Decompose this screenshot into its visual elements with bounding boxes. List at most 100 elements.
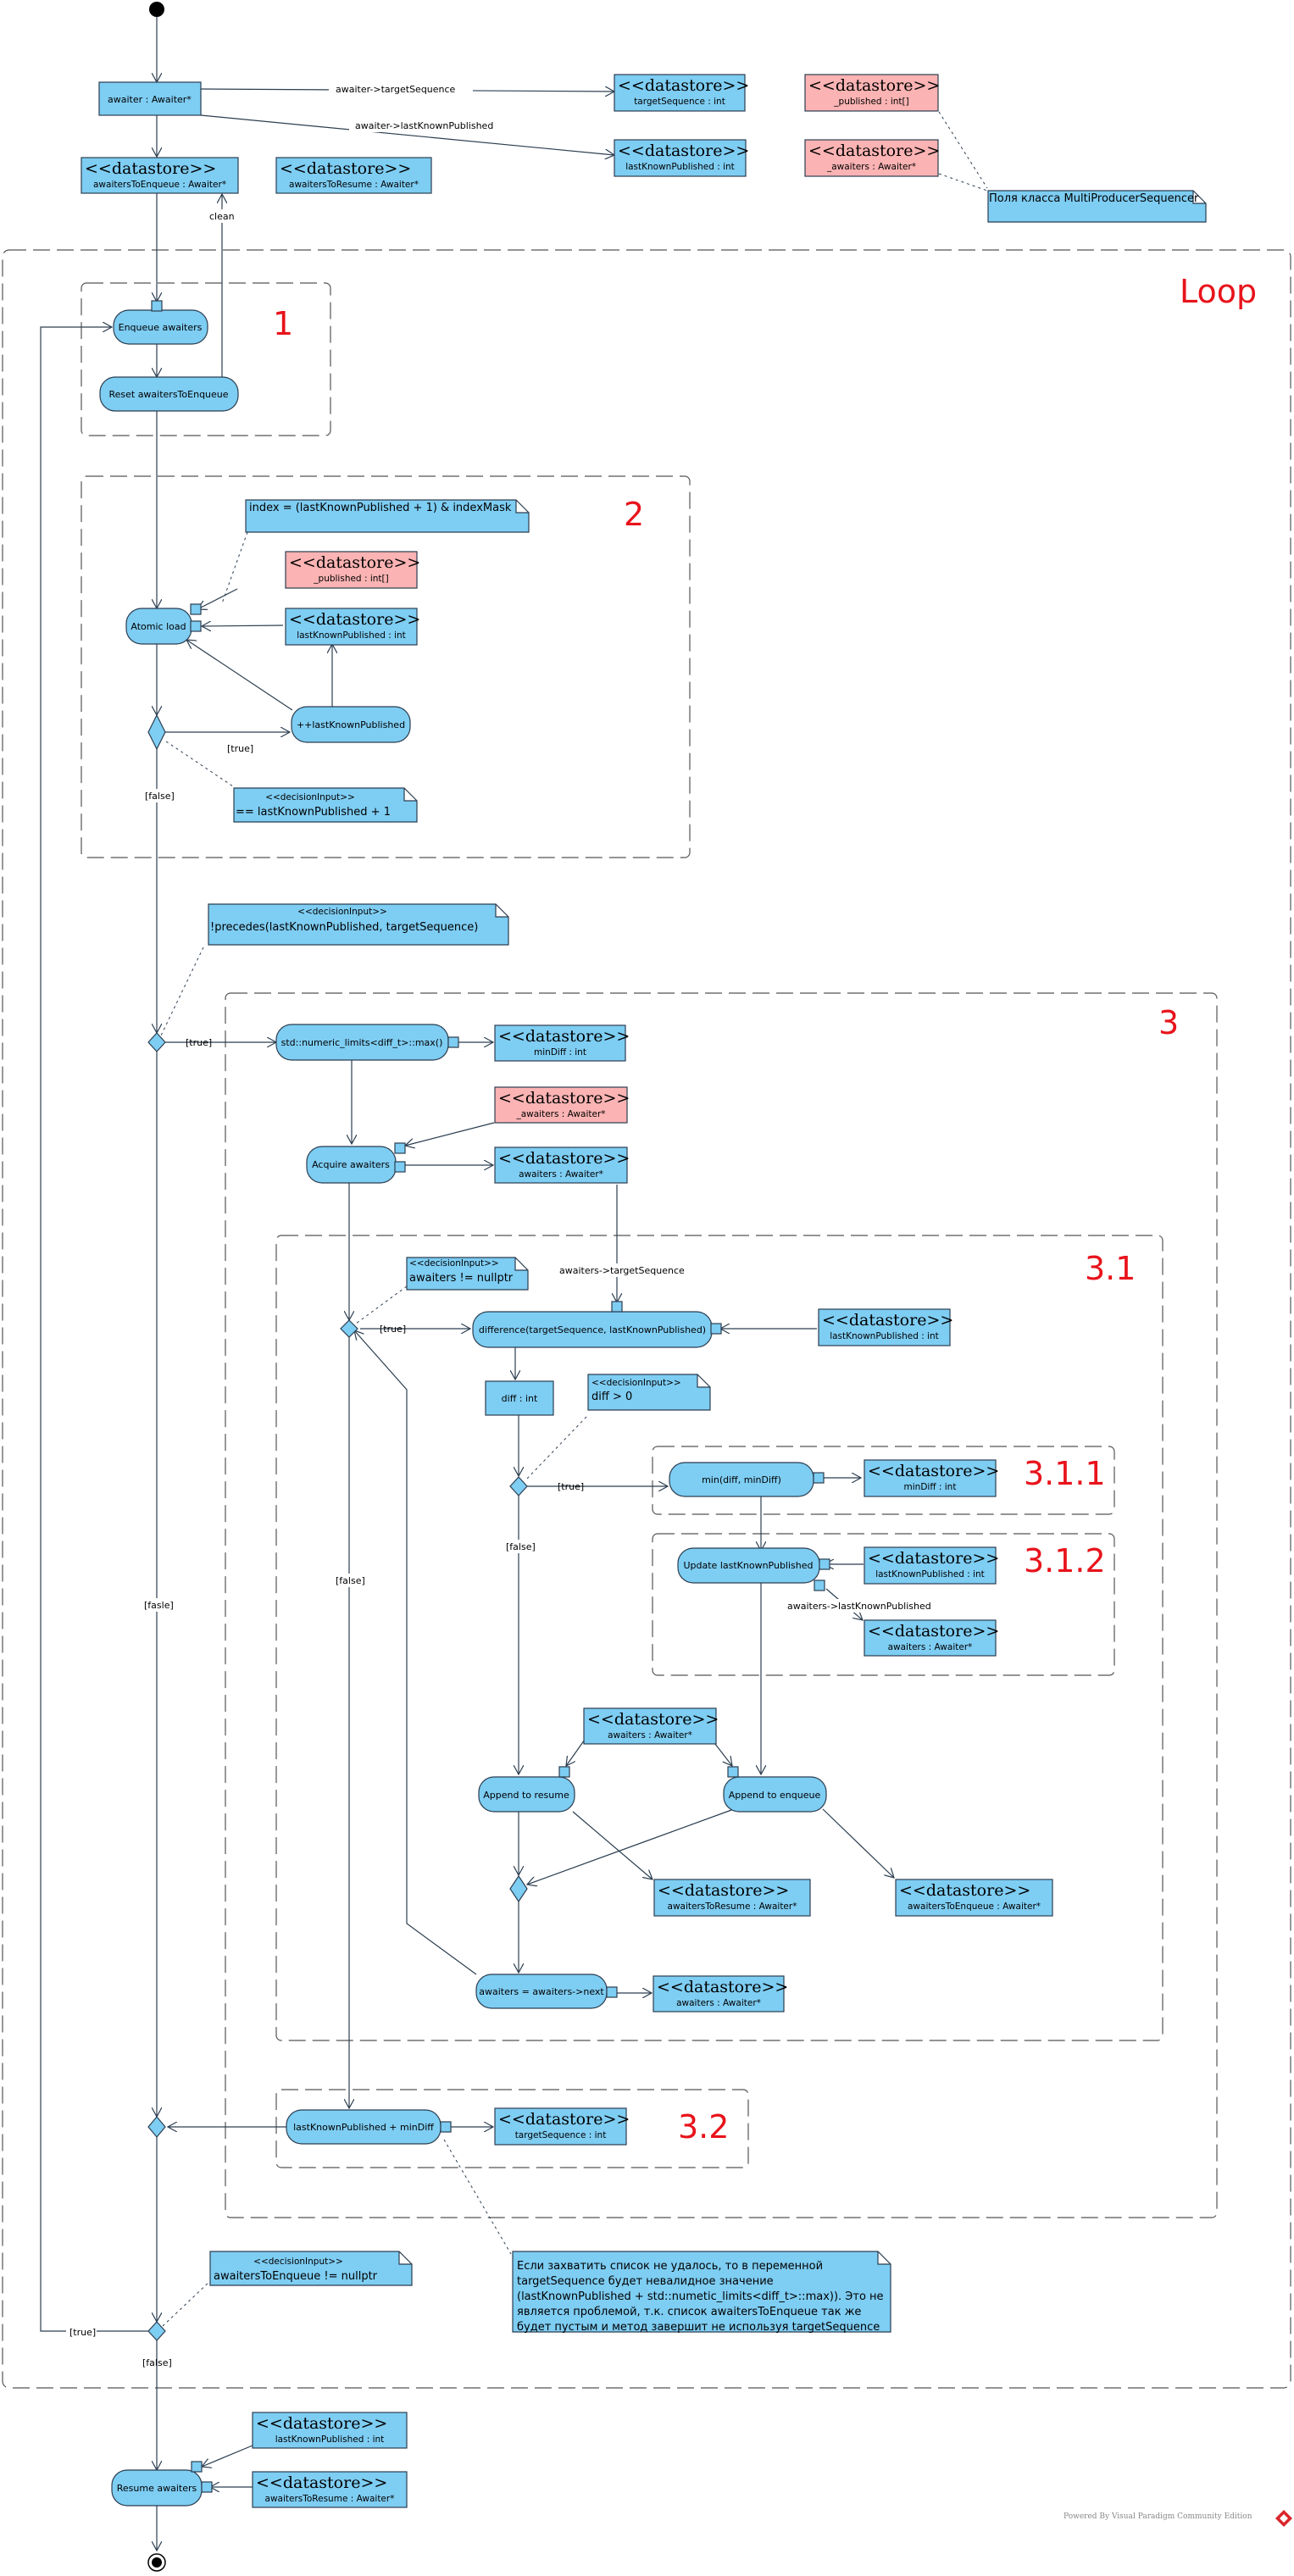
svg-text:awaiter : Awaiter*: awaiter : Awaiter*	[108, 94, 192, 105]
edge-next-decision	[354, 1330, 477, 1975]
final-node	[147, 2553, 166, 2572]
datastore-stereotype: <<datastore>>	[868, 1549, 999, 1568]
merge-append	[509, 1874, 528, 1903]
note-long: Если захватить список не удалось, то в п…	[517, 2260, 884, 2334]
note-di-stereo-1: <<decisionInput>>	[265, 792, 355, 802]
decision-awaiters	[340, 1319, 358, 1338]
note-class-fields: Поля класса MultiProducerSequencer	[989, 192, 1199, 205]
label-true-31: [true]	[380, 1324, 406, 1335]
datastore-name: lastKnownPublished : int	[625, 162, 735, 172]
datastore-name: minDiff : int	[904, 1482, 957, 1492]
decision-atomic	[147, 713, 166, 751]
label-enqueue: Enqueue awaiters	[119, 322, 203, 333]
datastore-lkp-bottom: <<datastore>>lastKnownPublished : int	[252, 2412, 408, 2449]
label-awaiter-lkp: awaiter->lastKnownPublished	[355, 120, 493, 131]
merge-3	[147, 2116, 166, 2138]
region-1-label: 1	[273, 305, 293, 342]
datastore-stereotype: <<datastore>>	[822, 1311, 953, 1330]
note-di-stereo-5: <<decisionInput>>	[253, 2257, 343, 2267]
datastore-name: awaiters : Awaiter*	[608, 1730, 692, 1740]
action-append-resume	[478, 1776, 575, 1813]
note-di-lkp: == lastKnownPublished + 1	[236, 806, 391, 819]
datastore-name: lastKnownPublished : int	[830, 1331, 939, 1341]
datastore-stereotype: <<datastore>>	[256, 2473, 387, 2492]
edge-awaiters-resume	[566, 1739, 586, 1766]
svg-text:Если захватить список не удало: Если захватить список не удалось, то в п…	[517, 2260, 823, 2273]
datastore-name: _awaiters : Awaiter*	[826, 162, 916, 172]
decision-diff	[509, 1476, 528, 1496]
datastore-target-seq: <<datastore>>targetSequence : int	[614, 74, 749, 112]
edge-lkp-atomic	[202, 625, 284, 626]
label-awaiters-lkp: awaiters->lastKnownPublished	[787, 1601, 931, 1612]
datastore-name: awaitersToResume : Awaiter*	[668, 1901, 797, 1912]
datastore-stereotype: <<datastore>>	[587, 1710, 719, 1729]
datastore-atr-31: <<datastore>>awaitersToResume : Awaiter*	[653, 1879, 811, 1917]
action-reset	[99, 376, 239, 412]
datastore-stereotype: <<datastore>>	[85, 159, 216, 178]
datastore-stereotype: <<datastore>>	[498, 1089, 630, 1108]
datastore-ate-top: <<datastore>>awaitersToEnqueue : Awaiter…	[81, 157, 239, 194]
action-append-enqueue	[723, 1776, 827, 1813]
edge-incr-atomic	[186, 640, 293, 711]
region-3-1-1-label: 3.1.1	[1024, 1455, 1106, 1492]
note-class-fields-box	[987, 190, 1207, 223]
note-di-awaiters: awaiters != nullptr	[409, 1272, 514, 1285]
datastore-target-32: <<datastore>>targetSequence : int	[494, 2107, 630, 2146]
datastore-awaiters-31: <<datastore>>awaiters : Awaiter*	[583, 1707, 719, 1745]
svg-text:(lastKnownPublished + std::num: (lastKnownPublished + std::numetic_limit…	[517, 2290, 884, 2303]
edge-awaiter-lkp	[200, 114, 614, 155]
datastore-stereotype: <<datastore>>	[899, 1881, 1030, 1900]
label-lkp-mindiff: lastKnownPublished + minDiff	[293, 2122, 434, 2133]
note-di-stereo-2: <<decisionInput>>	[297, 907, 387, 917]
label-acquire: Acquire awaiters	[312, 1159, 390, 1170]
edge-enqueue-merge	[527, 1808, 735, 1885]
datastore-mindiff-3: <<datastore>>minDiff : int	[494, 1024, 630, 1062]
datastore-awaiters-312: <<datastore>>awaiters : Awaiter*	[864, 1619, 999, 1657]
pins	[151, 300, 830, 2493]
datastore-mindiff-311: <<datastore>> minDiff : int	[864, 1459, 999, 1497]
svg-text:diff : int: diff : int	[502, 1393, 538, 1404]
label-false-31b: [false]	[336, 1575, 365, 1586]
label-min: min(diff, minDiff)	[702, 1474, 781, 1485]
datastore-layer: <<datastore>>targetSequence : int<<datas…	[81, 74, 1053, 2508]
datastore-stereotype: <<datastore>>	[808, 76, 940, 95]
label-append-enqueue: Append to enqueue	[729, 1790, 821, 1801]
datastore-stereotype: <<datastore>>	[256, 2414, 387, 2433]
datastore-name: lastKnownPublished : int	[297, 630, 406, 641]
region-3-2-frame	[275, 2089, 749, 2168]
label-fasle: [fasle]	[144, 1600, 174, 1611]
datastore-stereotype: <<datastore>>	[657, 1978, 788, 1996]
datastore-lkp-top: <<datastore>>lastKnownPublished : int	[614, 139, 749, 177]
datastore-stereotype: <<datastore>>	[658, 1881, 789, 1900]
edge-pink-acquire	[405, 1122, 495, 1146]
region-3-2-label: 3.2	[678, 2108, 729, 2146]
object-awaiter[interactable]: awaiter : Awaiter*	[98, 81, 202, 116]
region-3-frame	[225, 992, 1218, 2218]
decision-nodes	[147, 713, 528, 2341]
datastore-awaiters-next: <<datastore>>awaiters : Awaiter*	[653, 1975, 788, 2012]
note-di-diff: diff > 0	[591, 1391, 632, 1403]
label-resume: Resume awaiters	[117, 2483, 197, 2494]
label-true-2: [true]	[227, 743, 253, 754]
datastore-stereotype: <<datastore>>	[868, 1622, 999, 1641]
region-2-label: 2	[624, 496, 644, 533]
datastore-atr-bottom: <<datastore>> awaitersToResume : Awaiter*	[252, 2471, 408, 2508]
label-update: Update lastKnownPublished	[683, 1560, 813, 1571]
label-true-311: [true]	[558, 1481, 584, 1492]
datastore-name: targetSequence : int	[634, 97, 725, 107]
datastore-awaiters-top: <<datastore>>_awaiters : Awaiter*	[804, 139, 940, 177]
note-di-stereo-3: <<decisionInput>>	[409, 1258, 499, 1269]
datastore-name: awaitersToEnqueue : Awaiter*	[908, 1901, 1041, 1912]
datastore-name: lastKnownPublished : int	[275, 2434, 385, 2445]
svg-text:является проблемой, т.к. списо: является проблемой, т.к. список awaiters…	[517, 2306, 861, 2318]
datastore-lkp-2: <<datastore>>lastKnownPublished : int	[285, 608, 420, 646]
datastore-stereotype: <<datastore>>	[868, 1462, 999, 1480]
datastore-stereotype: <<datastore>>	[280, 159, 411, 178]
datastore-name: targetSequence : int	[515, 2130, 607, 2140]
region-3-1-2-frame	[652, 1533, 1115, 1676]
datastore-awaiters-pink-3: <<datastore>>_awaiters : Awaiter*	[494, 1086, 630, 1124]
label-reset: Reset awaitersToEnqueue	[108, 389, 228, 400]
note-layer	[208, 190, 1207, 2333]
datastore-name: awaitersToResume : Awaiter*	[265, 2494, 395, 2504]
